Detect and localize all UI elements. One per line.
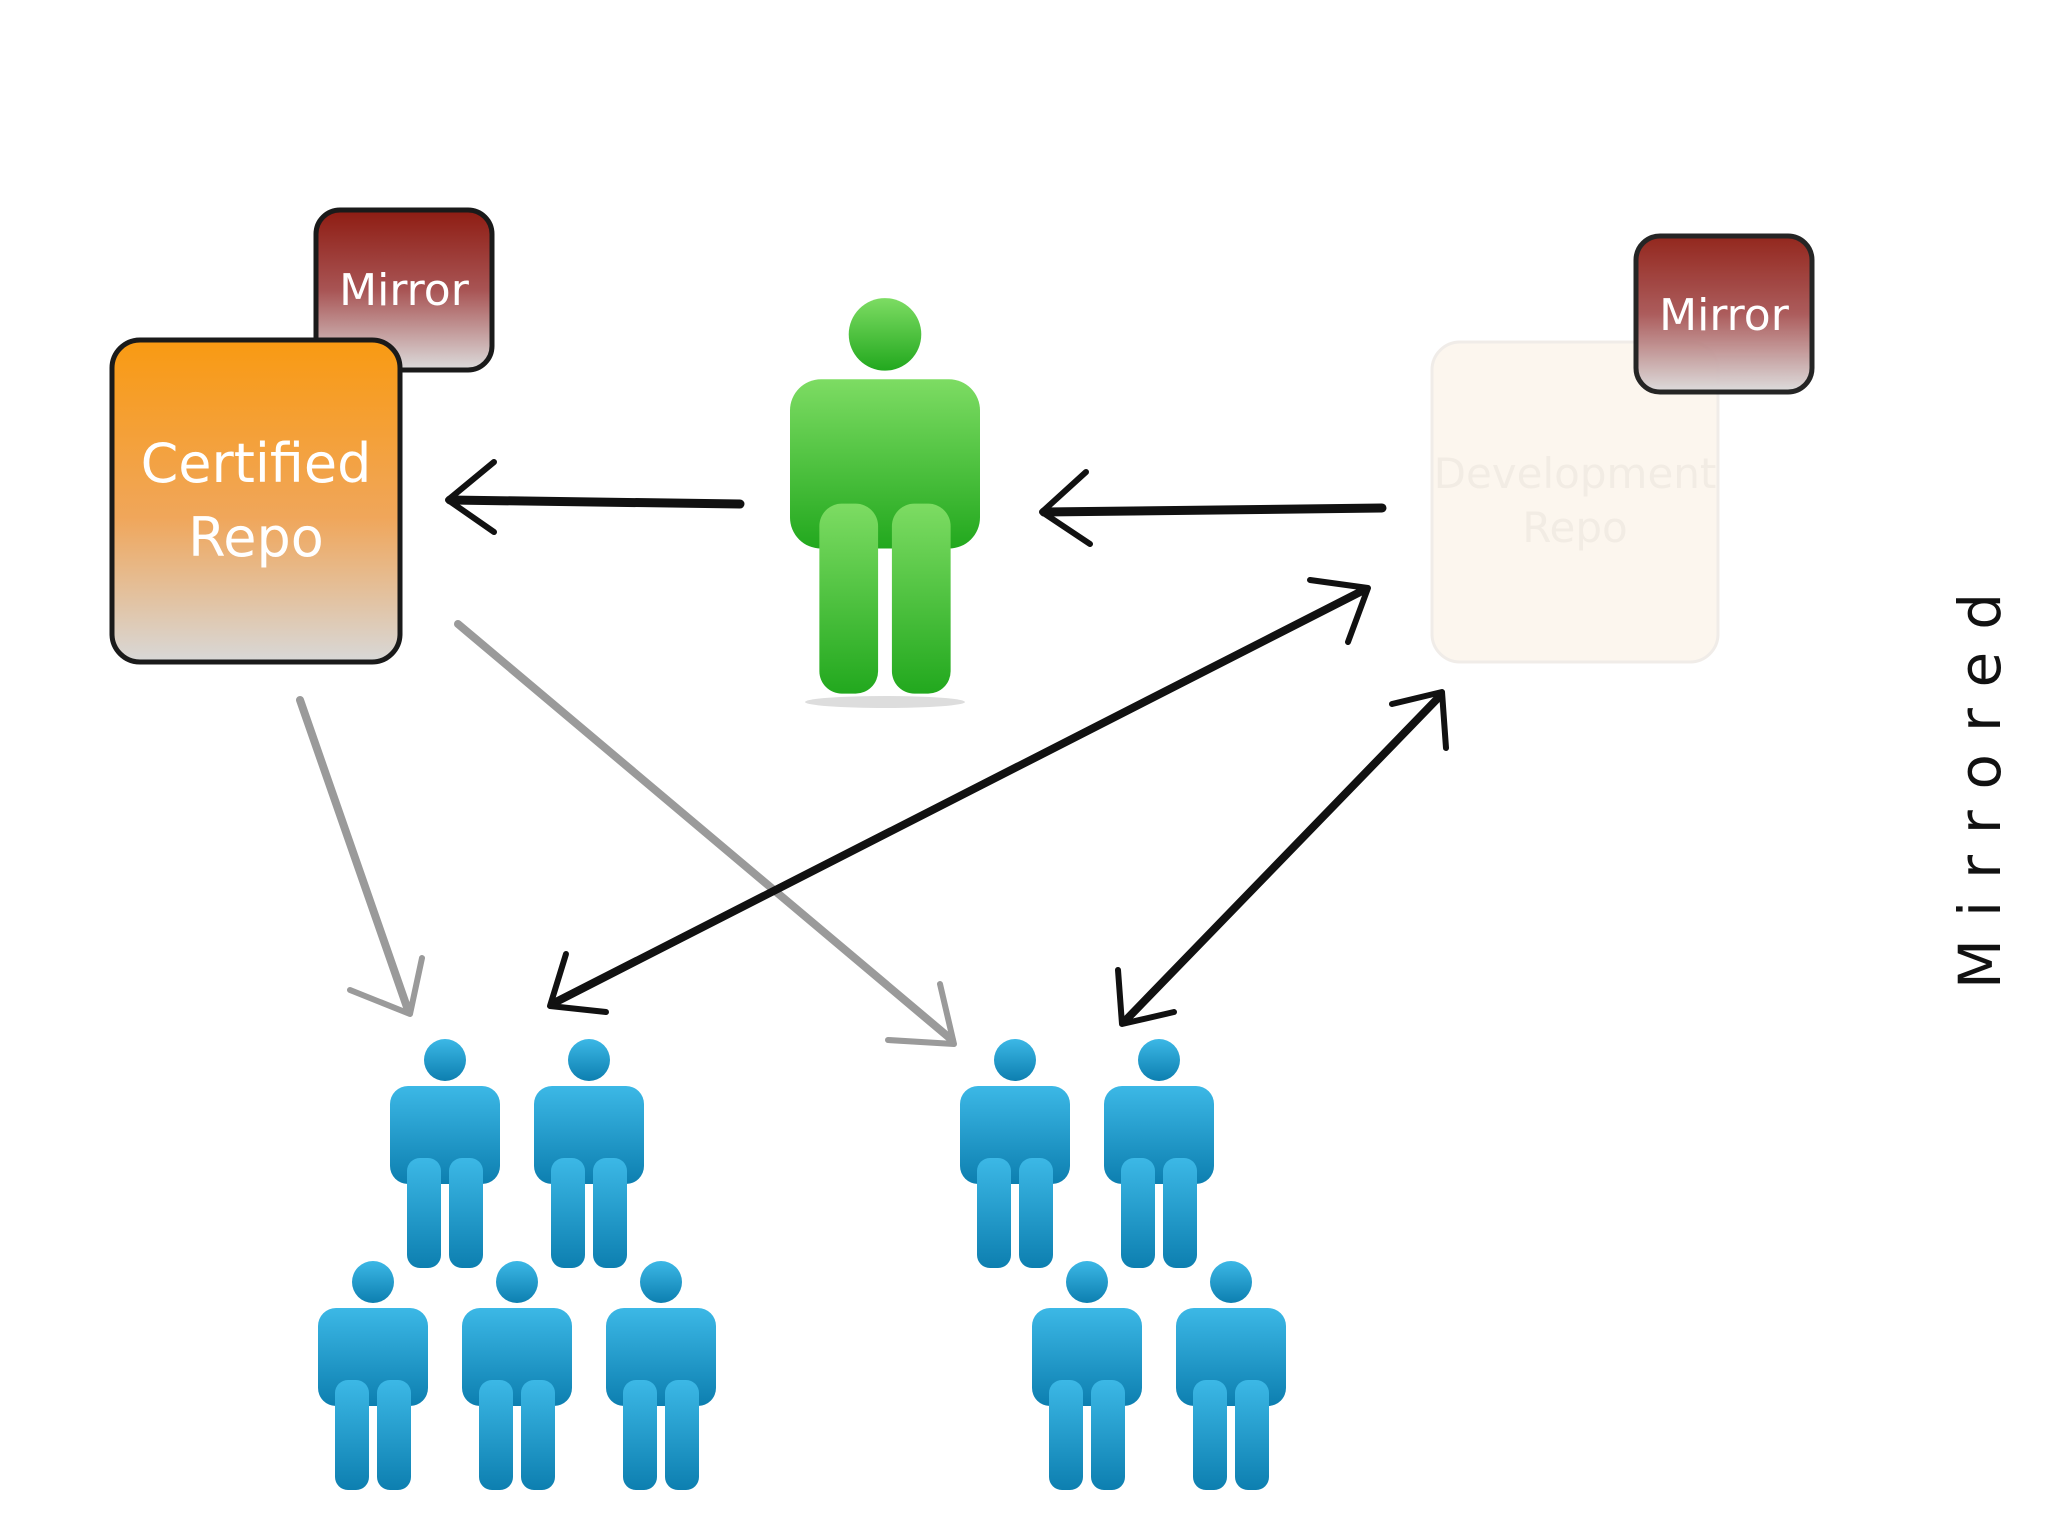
team-a (318, 1039, 716, 1490)
arrow-development-to-maintainer (1039, 503, 1387, 517)
arrow-head-certified (445, 459, 497, 535)
development-repo-line2: Repo (1522, 503, 1628, 552)
arrow-team-a-development (548, 586, 1368, 1008)
promotion-arrows (445, 459, 1449, 1027)
arrow-certified-to-team-a (296, 696, 412, 1014)
development-repo-group: Development Repo Mirror (1430, 233, 1815, 664)
certified-mirror-label: Mirror (339, 265, 470, 316)
certified-repo-box (109, 337, 403, 665)
team-b-person-icon (1032, 1261, 1142, 1490)
team-a-person-icon (462, 1261, 572, 1490)
arrow-maintainer-to-certified (445, 495, 745, 509)
development-mirror-box (1633, 233, 1815, 395)
arrow-head-development-b (1389, 689, 1449, 751)
team-b (960, 1039, 1286, 1490)
certified-to-team-arrows (296, 620, 957, 1047)
development-repo-line1: Development (1434, 449, 1717, 498)
team-b-person-icon (1176, 1261, 1286, 1490)
team-a-person-icon (534, 1039, 644, 1268)
certified-repo-line1: Certified (141, 432, 372, 495)
arrow-team-b-development (1120, 692, 1444, 1026)
arrow-head-development-a (1307, 577, 1371, 645)
development-mirror-label: Mirror (1659, 290, 1790, 341)
slide-title-text: Mirrored (1946, 570, 2014, 990)
certified-repo-line2: Repo (188, 506, 324, 569)
maintainer-person-icon (790, 298, 980, 694)
team-a-person-icon (318, 1261, 428, 1490)
certified-repo-group: Mirror Certified Repo (109, 207, 495, 665)
team-a-person-icon (390, 1039, 500, 1268)
development-repo-box (1430, 340, 1720, 664)
arrow-head-team-b (1115, 967, 1177, 1027)
arrow-head-team-b (885, 981, 957, 1047)
maintainer (790, 298, 980, 708)
certified-mirror-box (313, 207, 495, 373)
arrow-certified-to-team-b (454, 620, 956, 1044)
arrow-head-team-a (347, 955, 425, 1017)
team-a-person-icon (606, 1261, 716, 1490)
maintainer-shadow (805, 696, 965, 708)
slide-title: Mirrored (1900, 520, 2048, 1040)
arrow-head-maintainer (1039, 469, 1093, 547)
team-b-person-icon (1104, 1039, 1214, 1268)
team-b-person-icon (960, 1039, 1070, 1268)
arrow-head-team-a (547, 951, 609, 1015)
